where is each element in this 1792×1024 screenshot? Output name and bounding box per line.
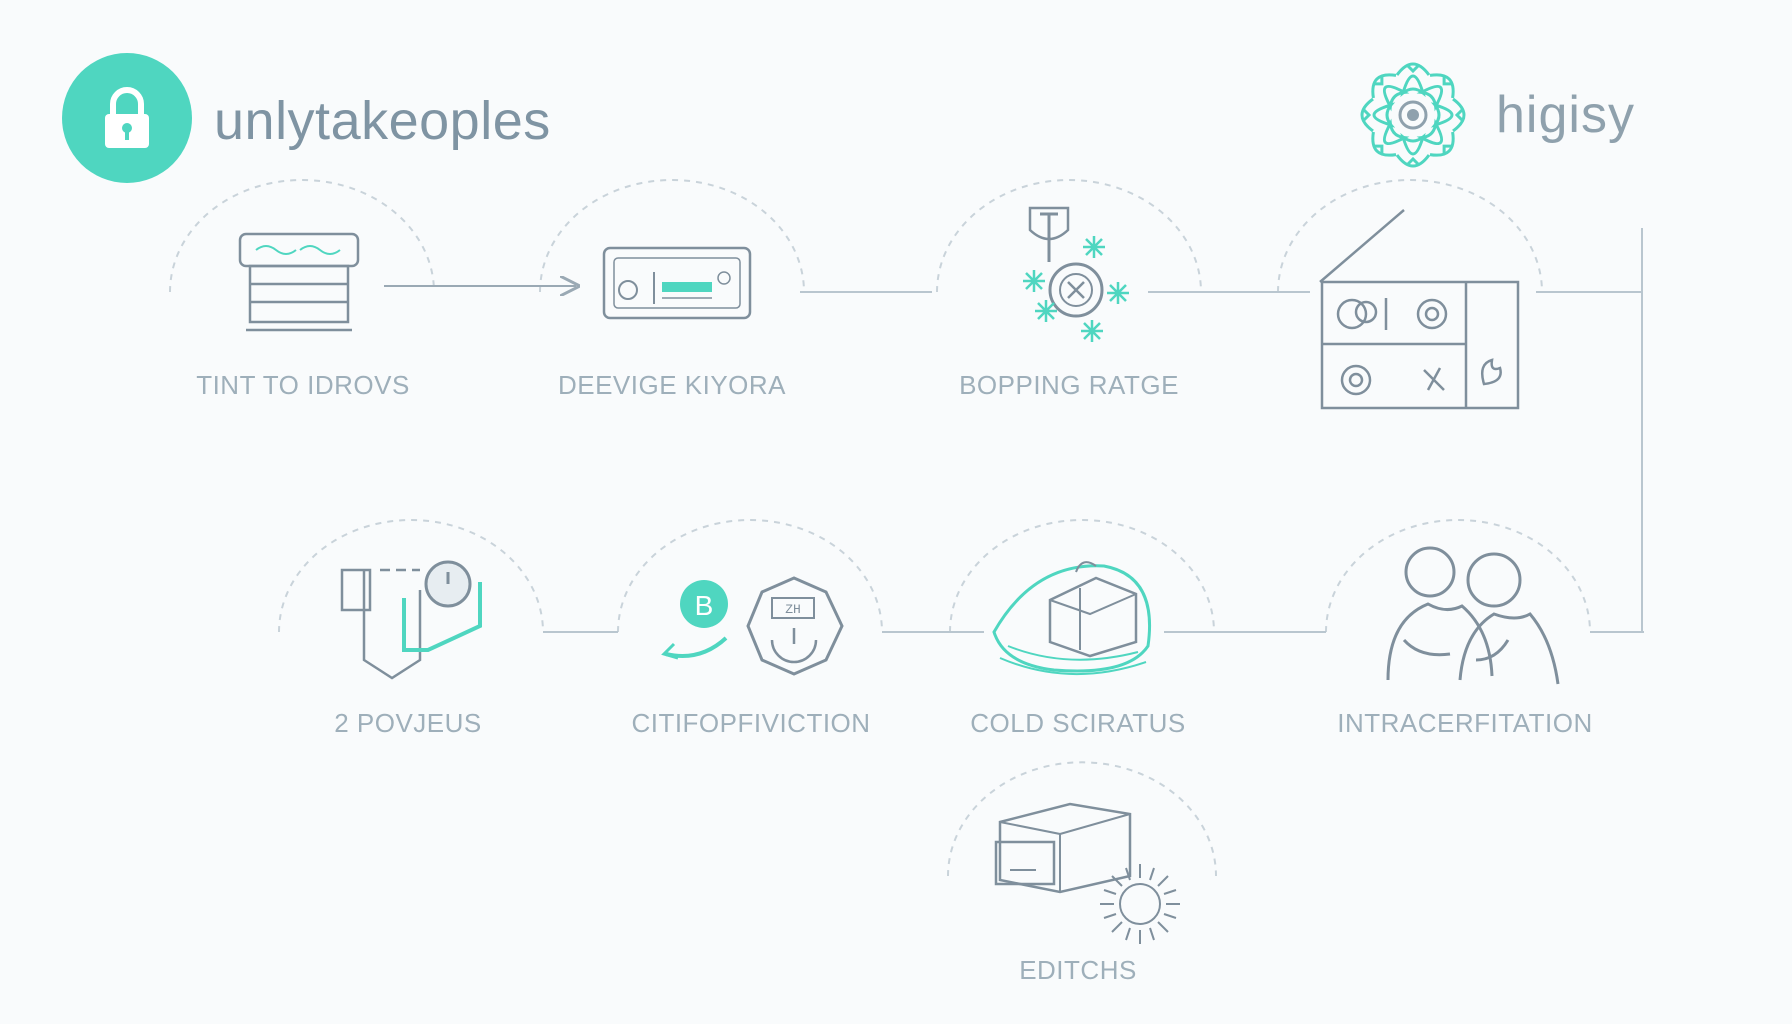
lock-logo — [62, 53, 192, 183]
house-panel-icon — [1319, 209, 1520, 410]
step-label: BOPPING RATGE — [959, 370, 1179, 400]
snowflake-emblem-icon — [1360, 62, 1466, 168]
step-label: EDITCHS — [1019, 955, 1137, 985]
badge-text: ZH — [785, 602, 801, 617]
step-label: TINT TO IDROVS — [196, 370, 410, 400]
brand-title: unlytakeoples — [214, 91, 551, 151]
step-label: 2 POVJEUS — [334, 708, 482, 738]
cooling-package-icon — [992, 561, 1152, 676]
step-label: CITIFOPFIVICTION — [631, 708, 871, 738]
people-icon — [1386, 546, 1560, 685]
step-label: INTRACERFITATION — [1337, 708, 1593, 738]
step-label: COLD SCIRATUS — [970, 708, 1186, 738]
coin-badge-icon: B ZH — [661, 576, 844, 676]
container-timer-icon — [340, 560, 482, 680]
id-card-icon — [602, 246, 752, 320]
lock-icon — [105, 87, 149, 148]
step-label: DEEVIGE KIYORA — [557, 370, 787, 400]
snowflake-gear-icon — [1023, 206, 1129, 342]
step-arcs — [169, 179, 1591, 877]
box-burst-icon — [994, 802, 1180, 944]
coin-letter: B — [695, 590, 714, 621]
brand-right-text: higisy — [1496, 86, 1635, 144]
connector-lines — [384, 228, 1644, 633]
stacked-box-icon — [238, 232, 360, 332]
